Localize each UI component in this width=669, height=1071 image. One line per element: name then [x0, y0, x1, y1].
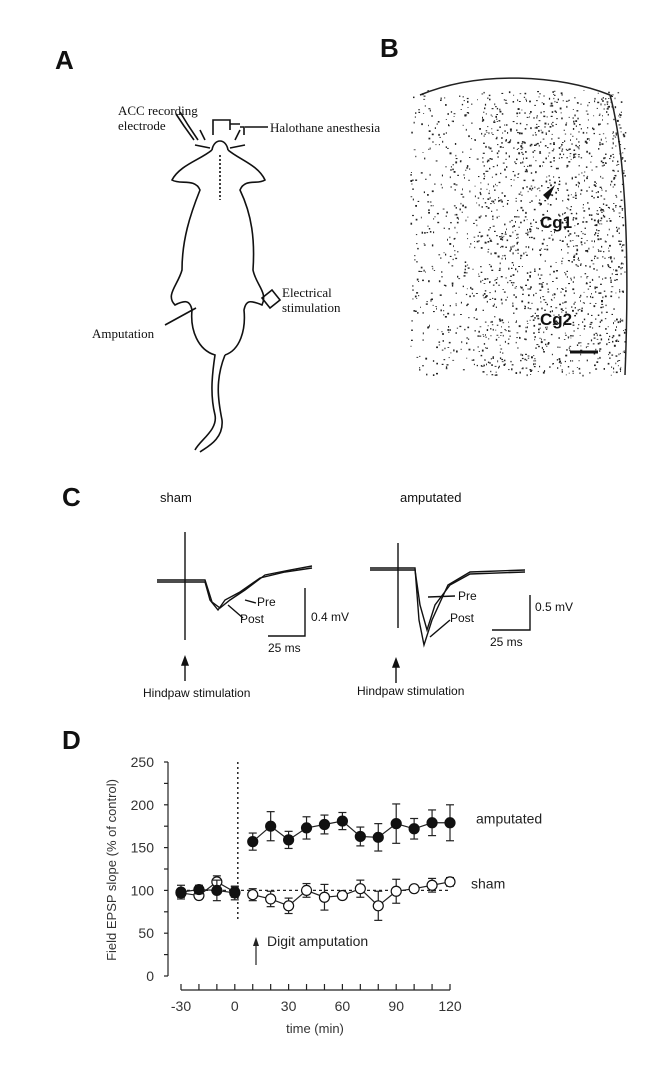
cg1-label: Cg1	[540, 213, 573, 232]
x-tick-label: 30	[281, 998, 297, 1014]
data-point-amputated	[354, 830, 366, 843]
y-tick-label: 50	[138, 925, 154, 941]
y-axis-label: Field EPSP slope (% of control)	[104, 779, 119, 961]
data-point-amputated	[444, 817, 456, 829]
stimulation-label-line2: stimulation	[282, 300, 341, 315]
data-point-amputated	[318, 818, 331, 831]
panel-b-letter: B	[380, 33, 399, 63]
amp-scale-voltage: 0.5 mV	[535, 600, 574, 614]
data-point-sham	[372, 900, 384, 912]
series-line-sham	[180, 881, 236, 897]
rat-outline	[164, 111, 282, 453]
data-point-sham	[426, 879, 438, 891]
arrowhead-marker	[543, 185, 555, 200]
data-point-amputated	[390, 818, 402, 830]
series-line-amputated	[180, 888, 235, 894]
sham-post-label: Post	[240, 612, 265, 626]
data-point-amputated	[247, 836, 259, 848]
data-point-sham	[318, 891, 331, 903]
data-point-sham	[193, 889, 205, 902]
data-point-sham	[408, 883, 420, 895]
anesthesia-label: Halothane anesthesia	[270, 120, 381, 135]
event-arrow-head	[253, 937, 259, 946]
sham-trace-pre	[157, 567, 313, 612]
cg2-label: Cg2	[540, 310, 573, 329]
amp-scale-bar	[492, 595, 531, 631]
legend-label-sham: sham	[471, 876, 505, 892]
data-point-sham	[211, 876, 223, 888]
sham-scale-time: 25 ms	[268, 641, 301, 655]
data-point-sham	[229, 886, 241, 898]
data-point-sham	[354, 883, 366, 895]
x-tick-label: 120	[438, 998, 462, 1014]
series-line-amputated	[252, 820, 450, 843]
data-point-sham	[265, 893, 277, 905]
x-tick-label: 90	[388, 998, 404, 1014]
sham-stim-label: Hindpaw stimulation	[143, 686, 251, 700]
data-point-amputated	[229, 887, 241, 899]
series-line-sham	[252, 881, 451, 907]
data-point-amputated	[175, 886, 187, 898]
electrode-label-line1: ACC recording	[118, 103, 198, 118]
y-tick-label: 150	[131, 840, 155, 856]
amp-scale-time: 25 ms	[490, 635, 523, 649]
x-tick-label: 0	[231, 998, 239, 1014]
amp-stim-label: Hindpaw stimulation	[357, 684, 465, 698]
x-axis-label: time (min)	[286, 1021, 344, 1036]
data-point-sham	[175, 887, 187, 899]
electrode-label: ACC recording electrode	[118, 103, 198, 133]
data-point-sham	[444, 876, 456, 888]
amp-trace-pre	[370, 569, 526, 633]
legend-label-amputated: amputated	[476, 811, 542, 827]
panel-d-letter: D	[62, 725, 81, 755]
data-point-amputated	[300, 822, 313, 834]
sham-pre-label: Pre	[257, 595, 276, 609]
sham-scale-voltage: 0.4 mV	[311, 610, 350, 624]
x-tick-label: -30	[171, 998, 191, 1014]
data-point-sham	[390, 885, 402, 897]
panel-a-letter: A	[55, 45, 74, 75]
amp-post-label: Post	[450, 611, 475, 625]
y-tick-label: 200	[131, 797, 155, 813]
amp-trace-post	[370, 567, 526, 648]
y-tick-label: 100	[131, 882, 155, 898]
data-point-amputated	[426, 817, 438, 829]
data-point-amputated	[408, 823, 420, 835]
sham-trace-title: sham	[160, 490, 192, 505]
data-point-sham	[247, 889, 259, 901]
data-point-amputated	[265, 820, 277, 832]
data-point-amputated	[193, 883, 205, 896]
digit-amputation-annotation: Digit amputation	[267, 933, 368, 949]
amp-pre-label: Pre	[458, 589, 477, 603]
data-point-amputated	[336, 815, 348, 827]
data-point-sham	[336, 889, 348, 902]
data-point-sham	[283, 900, 295, 912]
stimulation-label: Electrical stimulation	[282, 285, 341, 315]
data-point-sham	[300, 884, 313, 897]
y-tick-label: 250	[131, 754, 155, 770]
data-point-amputated	[211, 884, 223, 897]
data-point-amputated	[283, 834, 295, 846]
sham-trace-post	[157, 565, 313, 609]
stimulation-label-line1: Electrical	[282, 285, 332, 300]
amputated-trace-title: amputated	[400, 490, 462, 505]
data-point-amputated	[372, 831, 384, 843]
amputation-label: Amputation	[92, 326, 155, 341]
x-tick-label: 60	[335, 998, 351, 1014]
panel-c-letter: C	[62, 482, 81, 512]
electrode-label-line2: electrode	[118, 118, 166, 133]
y-tick-label: 0	[146, 968, 154, 984]
